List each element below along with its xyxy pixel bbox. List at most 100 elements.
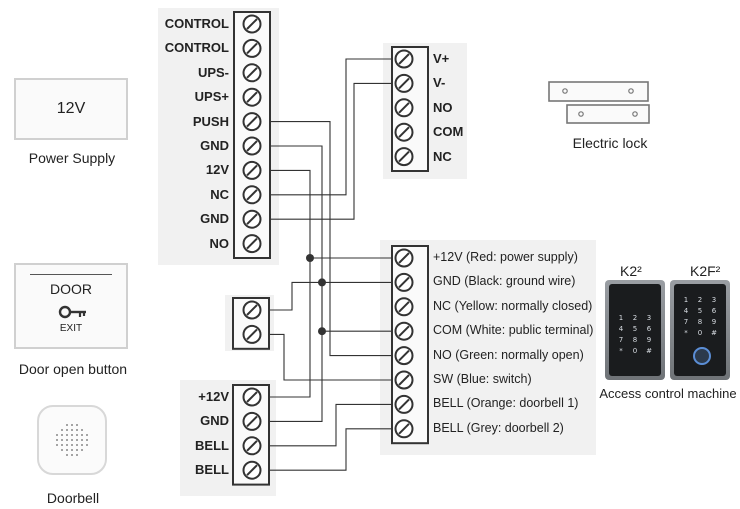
junction-com xyxy=(318,327,326,336)
wire-push-no xyxy=(270,121,392,357)
ctrl-label-2: UPS- xyxy=(197,64,229,80)
ctrl-label-8: GND xyxy=(200,211,229,227)
button-block-screw-1 xyxy=(242,324,262,344)
dev-label-0: +12V (Red: power supply) xyxy=(433,250,578,264)
lock-label-2: NO xyxy=(433,99,453,115)
device-block-screw-6 xyxy=(394,394,414,414)
k2f-key-7: 8 xyxy=(697,318,703,326)
doorbell-block-screw-0 xyxy=(242,387,262,407)
k2-key-1: 2 xyxy=(632,314,638,322)
controller-block-screw-4 xyxy=(242,112,262,132)
lock-label-0: V+ xyxy=(433,51,450,66)
k2f-key-3: 4 xyxy=(683,307,689,315)
door-open-button-box: DOOR EXIT xyxy=(14,263,128,349)
speaker-grille-icon xyxy=(56,424,88,456)
k2-key-5: 6 xyxy=(646,325,652,333)
ctrl-label-4: PUSH xyxy=(192,113,229,129)
controller-block-screw-0 xyxy=(242,14,262,34)
wire-bell-12v xyxy=(270,258,311,398)
k2f-key-10: 0 xyxy=(697,329,703,337)
dev-label-6: BELL (Orange: doorbell 1) xyxy=(433,396,579,411)
device-block-screw-0 xyxy=(394,248,414,268)
ctrl-label-3: UPS+ xyxy=(194,89,229,105)
dev-label-1: GND (Black: ground wire) xyxy=(433,274,576,289)
ctrl-label-5: GND xyxy=(200,138,229,153)
device-block-screw-2 xyxy=(394,297,414,317)
k2-key-9: * xyxy=(619,347,623,355)
bell-label-3: BELL xyxy=(195,462,229,478)
lock-label-3: COM xyxy=(433,124,464,140)
doorbell-block-screw-2 xyxy=(242,436,262,456)
lock-label-4: NC xyxy=(433,148,452,164)
k2-key-6: 7 xyxy=(618,336,624,344)
power-supply-box: 12V xyxy=(14,78,128,140)
k2-key-4: 5 xyxy=(632,325,638,333)
wire-lock-vminus xyxy=(270,82,392,220)
fingerprint-sensor-icon xyxy=(693,347,711,365)
controller-block-screw-6 xyxy=(242,160,262,180)
doorbell-block-screw-1 xyxy=(242,411,262,431)
k2-key-7: 8 xyxy=(632,336,638,344)
door-button-line xyxy=(30,274,112,275)
junction-gnd xyxy=(318,278,326,287)
lock-block-screw-2 xyxy=(394,98,414,118)
wire-bell-gnd xyxy=(270,282,323,422)
model-label-k2f: K2F² xyxy=(690,263,721,279)
door-button-caption: Door open button xyxy=(18,361,128,377)
power-supply-value: 12V xyxy=(56,100,86,117)
k2-key-11: # xyxy=(646,347,652,355)
key-icon xyxy=(58,305,86,319)
lock-label-1: V- xyxy=(433,75,446,91)
doorbell-caption: Doorbell xyxy=(46,490,100,506)
lock-block-screw-0 xyxy=(394,49,414,69)
controller-block-screw-8 xyxy=(242,209,262,229)
wire-bell-2 xyxy=(270,428,392,471)
dev-label-3: COM (White: public terminal) xyxy=(433,323,594,338)
ctrl-label-6: 12V xyxy=(205,162,229,178)
lock-block-screw-1 xyxy=(394,73,414,93)
k2f-key-8: 9 xyxy=(711,318,717,326)
controller-block-screw-5 xyxy=(242,136,262,156)
electric-lock-caption: Electric lock xyxy=(572,135,648,151)
dev-label-4: NO (Green: normally open) xyxy=(433,347,584,362)
dev-label-7: BELL (Grey: doorbell 2) xyxy=(433,420,564,435)
junction-12v xyxy=(306,254,314,262)
wire-bell-1 xyxy=(270,403,392,447)
bell-label-1: GND xyxy=(200,413,229,429)
k2f-key-4: 5 xyxy=(697,307,703,315)
bell-label-0: +12V xyxy=(198,389,229,404)
controller-block-screw-2 xyxy=(242,63,262,83)
device-block-screw-1 xyxy=(394,272,414,292)
power-supply-caption: Power Supply xyxy=(28,150,116,166)
ctrl-label-9: NO xyxy=(209,235,230,251)
dev-label-2: NC (Yellow: normally closed) xyxy=(433,298,593,313)
lock-block-screw-3 xyxy=(394,122,414,142)
door-button-title: DOOR xyxy=(50,281,92,297)
wire-button-1 xyxy=(270,281,322,311)
bell-label-2: BELL xyxy=(195,437,229,453)
controller-block-screw-7 xyxy=(242,185,262,205)
k2-key-3: 4 xyxy=(618,325,624,333)
k2-key-8: 9 xyxy=(646,336,652,344)
k2f-key-1: 2 xyxy=(697,296,703,304)
lock-block-screw-4 xyxy=(394,147,414,167)
k2-key-2: 3 xyxy=(646,314,652,322)
doorbell-device xyxy=(37,405,107,475)
electric-lock-icon xyxy=(548,81,650,124)
controller-block-screw-3 xyxy=(242,87,262,107)
device-block-screw-7 xyxy=(394,419,414,439)
k2f-key-2: 3 xyxy=(711,296,717,304)
model-label-k2: K2² xyxy=(620,263,642,279)
door-button-sub: EXIT xyxy=(59,323,83,334)
access-control-caption: Access control machine xyxy=(599,386,737,401)
k2-key-10: 0 xyxy=(632,347,638,355)
wire-button-2 xyxy=(270,333,392,381)
k2-key-0: 1 xyxy=(618,314,624,322)
k2f-key-5: 6 xyxy=(711,307,717,315)
k2f-key-0: 1 xyxy=(683,296,689,304)
controller-block-screw-1 xyxy=(242,38,262,58)
